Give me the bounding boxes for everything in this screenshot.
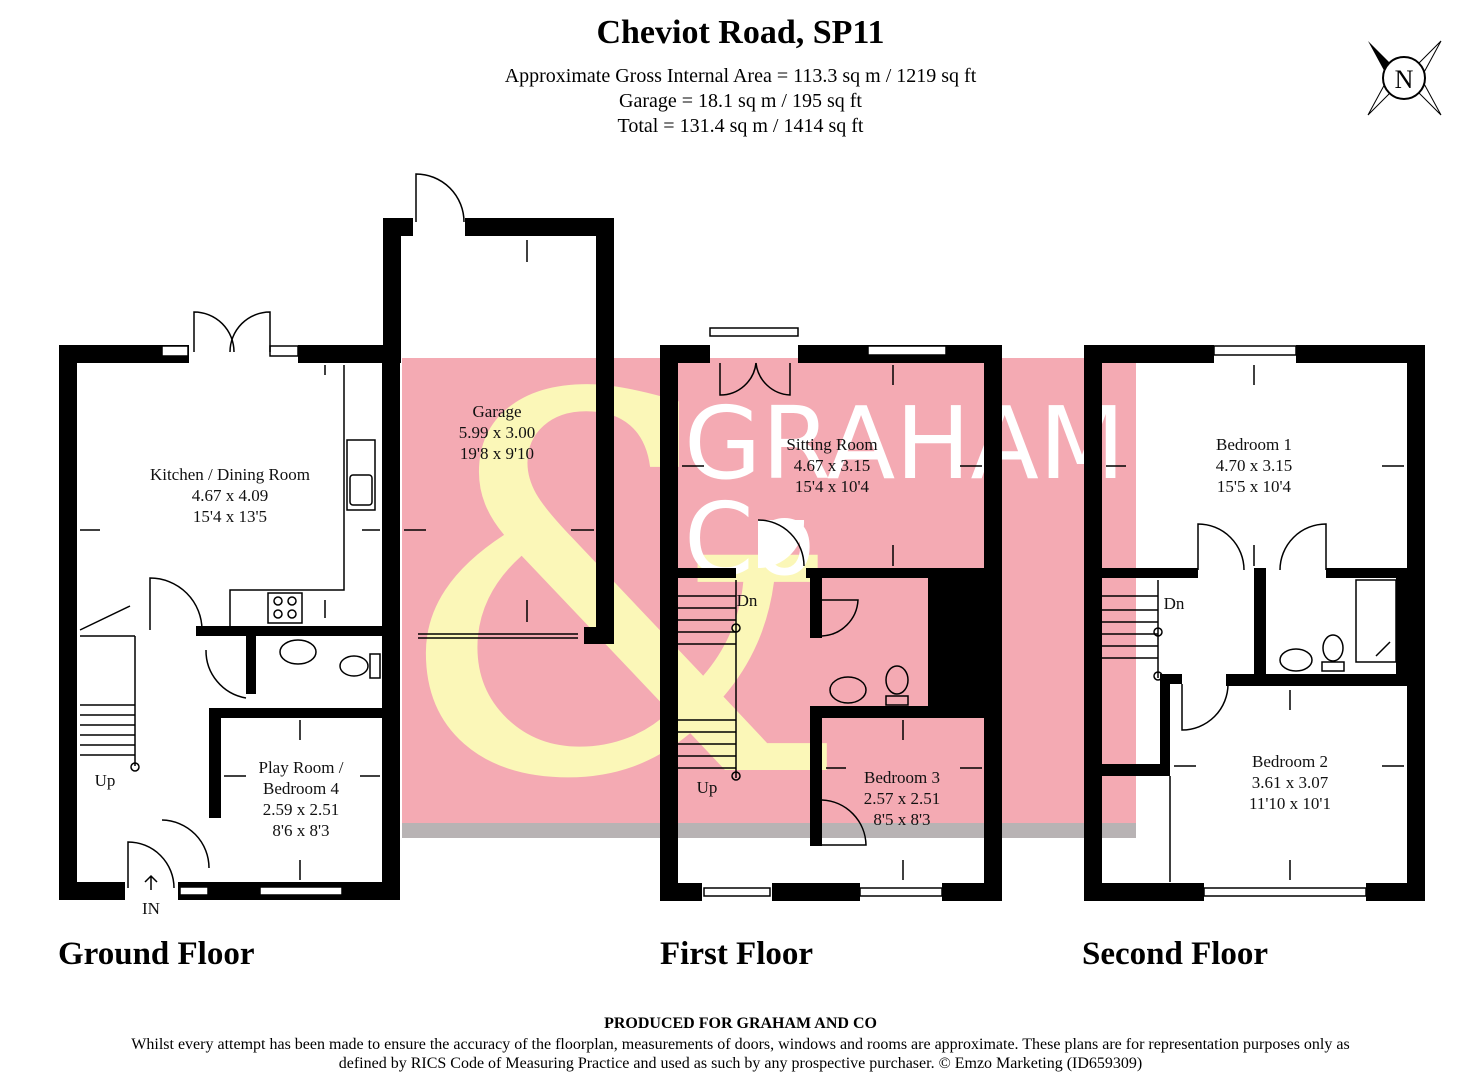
bedroom3-metric: 2.57 x 2.51 [864, 789, 941, 808]
ground-floor-label: Ground Floor [58, 936, 255, 972]
watermark-graham: GRAHAM [684, 385, 1125, 502]
footer-heading: PRODUCED FOR GRAHAM AND CO [604, 1015, 877, 1032]
bedroom2-imperial: 11'10 x 10'1 [1249, 794, 1331, 813]
first-floor-windows [703, 345, 947, 897]
bedroom3-imperial: 8'5 x 8'3 [873, 810, 930, 829]
bedroom3-name: Bedroom 3 [864, 768, 940, 787]
disclaimer-text: Whilst every attempt has been made to en… [131, 1036, 1350, 1072]
garage-area-text: Garage = 18.1 sq m / 195 sq ft [619, 90, 862, 112]
bedroom2-name: Bedroom 2 [1252, 752, 1328, 771]
kitchen-imperial: 15'4 x 13'5 [193, 507, 267, 526]
page-title: Cheviot Road, SP11 [596, 14, 885, 51]
gross-area-text: Approximate Gross Internal Area = 113.3 … [504, 65, 977, 87]
second-floor-doors [1102, 365, 1404, 882]
garage-metric: 5.99 x 3.00 [459, 423, 536, 442]
playroom-name-line1: Play Room / [258, 758, 343, 777]
garage-imperial: 19'8 x 9'10 [460, 444, 534, 463]
bedroom1-metric: 4.70 x 3.15 [1216, 456, 1293, 475]
watermark-background [402, 358, 1136, 838]
sitting-metric: 4.67 x 3.15 [794, 456, 871, 475]
sitting-imperial: 15'4 x 10'4 [795, 477, 870, 496]
second-floor-labels: Bedroom 1 4.70 x 3.15 15'5 x 10'4 Bedroo… [1164, 435, 1331, 813]
playroom-metric: 2.59 x 2.51 [263, 800, 340, 819]
second-floor-label: Second Floor [1082, 936, 1269, 972]
first-floor-label: First Floor [660, 936, 814, 972]
second-stairs-down-label: Dn [1164, 594, 1185, 613]
first-stairs-down-label: Dn [737, 591, 758, 610]
kitchen-metric: 4.67 x 4.09 [192, 486, 269, 505]
total-area-text: Total = 131.4 sq m / 1414 sq ft [617, 115, 864, 137]
bedroom1-name: Bedroom 1 [1216, 435, 1292, 454]
ground-floor-labels: Kitchen / Dining Room 4.67 x 4.09 15'4 x… [95, 402, 536, 918]
second-floor-plan [1084, 345, 1425, 901]
kitchen-name: Kitchen / Dining Room [150, 465, 310, 484]
second-floor-windows [1203, 345, 1367, 897]
watermark-ampersand: & [389, 287, 852, 893]
ground-floor-doors [79, 173, 594, 890]
playroom-name-line2: Bedroom 4 [263, 779, 340, 798]
sitting-name: Sitting Room [786, 435, 877, 454]
north-compass-icon: N [1367, 40, 1442, 116]
first-floor-doors [678, 327, 982, 880]
entrance-label: IN [142, 899, 160, 918]
ground-stairs-label: Up [95, 771, 116, 790]
compass-label: N [1395, 65, 1414, 94]
agency-watermark: & GRAHAM Co [389, 287, 1136, 893]
first-floor-plan [660, 345, 1002, 901]
bedroom1-imperial: 15'5 x 10'4 [1217, 477, 1292, 496]
ground-floor-windows [161, 345, 343, 896]
first-stairs-up-label: Up [697, 778, 718, 797]
first-floor-labels: Sitting Room 4.67 x 3.15 15'4 x 10'4 Bed… [697, 435, 941, 829]
garage-name: Garage [472, 402, 521, 421]
bedroom2-metric: 3.61 x 3.07 [1252, 773, 1329, 792]
ground-floor-plan [59, 218, 614, 900]
playroom-imperial: 8'6 x 8'3 [272, 821, 329, 840]
